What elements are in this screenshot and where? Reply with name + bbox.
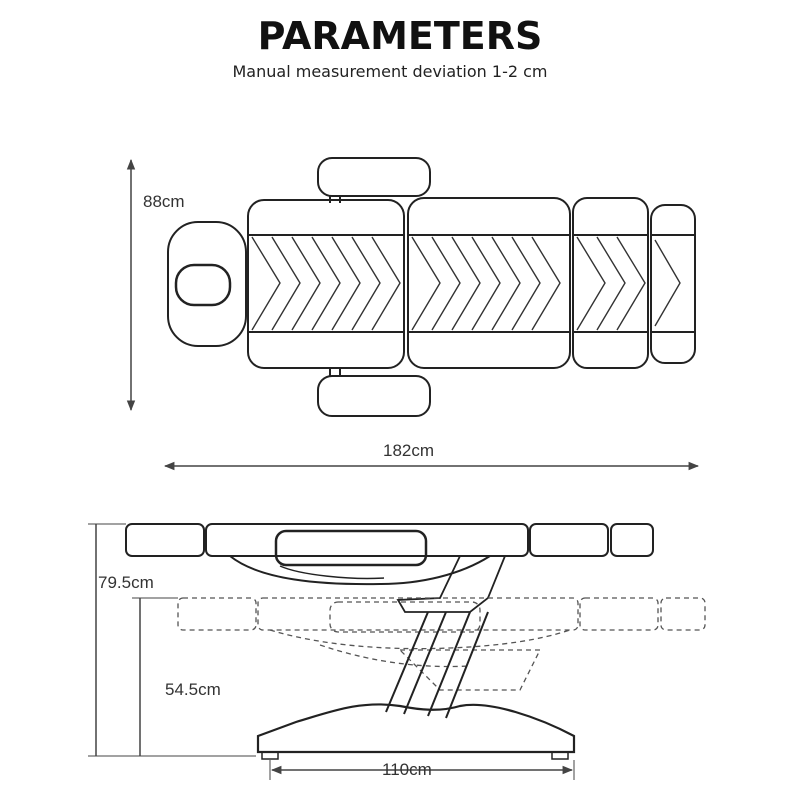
chevron-pattern (251, 236, 681, 331)
lift-column-right-1 (427, 611, 471, 717)
base (256, 703, 576, 754)
raised-frame (229, 555, 491, 586)
foot-section (650, 204, 696, 364)
lift-column-right-2 (445, 611, 489, 719)
base-label: 110cm (382, 760, 432, 779)
armrest-top (317, 157, 431, 197)
face-hole (174, 263, 232, 307)
min-height-label: 54.5cm (165, 680, 221, 699)
backrest-section (247, 199, 405, 369)
base-foot-left (261, 751, 279, 760)
side-view (88, 523, 706, 780)
lowered-table-dashed (177, 597, 706, 691)
armrest-bottom (317, 375, 431, 417)
headrest (167, 221, 247, 347)
base-foot-right (551, 751, 569, 760)
lift-column-left-2 (403, 611, 447, 715)
page-subtitle: Manual measurement deviation 1-2 cm (232, 62, 548, 81)
leg-section (572, 197, 649, 369)
raised-armrest (274, 529, 428, 567)
length-label: 182cm (383, 441, 434, 460)
raised-leg-pad (529, 523, 609, 557)
page-title: PARAMETERS (257, 14, 543, 58)
raised-head-pad (125, 523, 205, 557)
width-label: 88cm (143, 192, 185, 211)
raised-back-pad (205, 523, 529, 557)
lift-column-left-1 (385, 611, 429, 713)
seat-section (407, 197, 571, 369)
max-height-label: 79.5cm (98, 573, 154, 592)
top-view (126, 157, 700, 471)
raised-foot-pad (610, 523, 654, 557)
